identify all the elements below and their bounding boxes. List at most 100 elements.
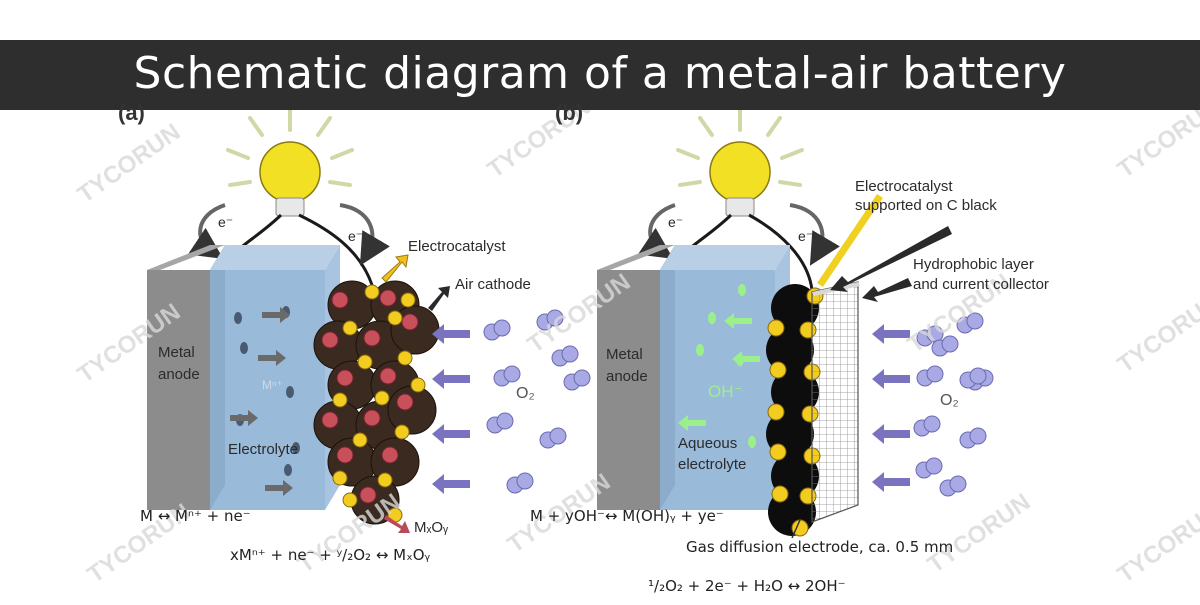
catalyst-particle-red: [379, 289, 397, 307]
carbon-particle: [387, 385, 437, 435]
oxygen-atom: [969, 367, 987, 385]
oxygen-atom: [503, 365, 521, 383]
catalyst-particle-red: [401, 313, 419, 331]
air-cathode-label: Air cathode: [455, 276, 531, 293]
electron-flow-arrow: [789, 203, 840, 266]
hydrophobic-layer-label: Hydrophobic layer: [913, 256, 1034, 273]
oxygen-molecules-a: [483, 309, 591, 494]
catalyst-particle-yellow: [767, 319, 785, 337]
hydroxide-label: OH⁻: [708, 382, 743, 401]
oxygen-atom: [966, 312, 984, 330]
catalyst-particle-yellow: [342, 320, 358, 336]
gde-pointer: [791, 519, 801, 539]
air-cathode-pointer: [428, 286, 450, 311]
catalyst-label-b: Electrocatalyst: [855, 178, 953, 195]
oxygen-atom: [949, 475, 967, 493]
catalyst-particle-red: [336, 446, 354, 464]
cathode-reaction-equation-b: ¹/₂O₂ + 2e⁻ + H₂O ↔ 2OH⁻: [648, 577, 846, 595]
oxygen-molecules-b: [913, 312, 994, 497]
oxygen-atom: [496, 412, 514, 430]
oxygen-atom: [969, 427, 987, 445]
metal-anode-label-b: anode: [606, 368, 648, 385]
metal-anode-label-a: Metal: [158, 344, 195, 361]
catalyst-particle-yellow: [394, 424, 410, 440]
electron-label: e⁻: [798, 228, 814, 244]
hydrophobic-pointer: [862, 278, 912, 302]
catalyst-label-b: supported on C black: [855, 197, 997, 214]
catalyst-particle-yellow: [387, 310, 403, 326]
oxygen-atom: [941, 335, 959, 353]
oxygen-inflow-arrows-b: [872, 324, 910, 492]
air-cathode-particles-a: [313, 280, 440, 525]
hydrophobic-mesh-layer: [811, 281, 860, 523]
product-pointer: [384, 515, 410, 533]
panel-a-letter: (a): [118, 100, 145, 125]
electrocatalyst-label-a: Electrocatalyst: [408, 238, 506, 255]
catalyst-particle-red: [379, 367, 397, 385]
oxygen-label-a: O₂: [516, 385, 535, 402]
metal-anode-label-a: anode: [158, 366, 200, 383]
catalyst-particle-yellow: [771, 485, 789, 503]
gas-diffusion-electrode-label: Gas diffusion electrode, ca. 0.5 mm: [686, 538, 954, 556]
catalyst-particle-yellow: [332, 392, 348, 408]
catalyst-particle-red: [381, 446, 399, 464]
catalyst-particle-yellow: [352, 432, 368, 448]
hydrophobic-layer-label: and current collector: [913, 276, 1049, 293]
title-banner: [0, 40, 1200, 110]
oxygen-atom: [549, 427, 567, 445]
catalyst-particle-red: [359, 486, 377, 504]
gas-diffusion-electrode-particles: [766, 284, 824, 537]
electrocatalyst-pointer: [381, 254, 409, 283]
catalyst-particle-yellow: [410, 377, 426, 393]
catalyst-particle-red: [331, 291, 349, 309]
catalyst-particle-red: [321, 331, 339, 349]
catalyst-particle-yellow: [400, 292, 416, 308]
electron-label: e⁻: [348, 228, 364, 244]
catalyst-particle-yellow: [332, 470, 348, 486]
catalyst-particle-yellow: [374, 390, 390, 406]
catalyst-particle-red: [321, 411, 339, 429]
oxygen-atom: [493, 319, 511, 337]
catalyst-black-pointer: [830, 226, 952, 292]
catalyst-particle-yellow: [769, 443, 787, 461]
metal-ion-label: Mⁿ⁺: [262, 378, 283, 392]
catalyst-particle-yellow: [397, 350, 413, 366]
cathode-reaction-equation-a: xMⁿ⁺ + ne⁻ + ʸ/₂O₂ ↔ MₓOᵧ: [230, 546, 431, 564]
oxygen-inflow-arrows-a: [432, 324, 470, 494]
carbon-black-particle: [771, 368, 819, 416]
aqueous-electrolyte-label: Aqueous: [678, 435, 738, 452]
catalyst-particle-red: [363, 409, 381, 427]
catalyst-particle-yellow: [769, 361, 787, 379]
oxygen-atom: [926, 365, 944, 383]
product-label: MₓOᵧ: [414, 519, 448, 536]
oxygen-atom: [516, 472, 534, 490]
oxygen-atom: [546, 309, 564, 327]
catalyst-particle-red: [396, 393, 414, 411]
oxygen-atom: [573, 369, 591, 387]
panel-b: [597, 106, 994, 539]
electron-flow-arrow: [339, 203, 390, 266]
electrolyte-label: Electrolyte: [228, 441, 299, 458]
catalyst-pointer-b: [817, 194, 883, 287]
anode-reaction-equation-a: M ↔ Mⁿ⁺ + ne⁻: [140, 507, 251, 525]
catalyst-particle-yellow: [767, 403, 785, 421]
catalyst-particle-red: [336, 369, 354, 387]
panel-b-letter: (b): [555, 100, 584, 125]
catalyst-particle-yellow: [357, 354, 373, 370]
catalyst-particle-yellow: [342, 492, 358, 508]
electron-label: e⁻: [218, 214, 234, 230]
light-bulb-icon: [226, 106, 354, 217]
oxygen-atom: [925, 457, 943, 475]
aqueous-electrolyte-label: electrolyte: [678, 456, 747, 473]
light-bulb-icon: [676, 106, 804, 217]
catalyst-particle-yellow: [364, 284, 380, 300]
page-title: Schematic diagram of a metal-air battery: [133, 48, 1067, 99]
oxygen-atom: [923, 415, 941, 433]
oxygen-atom: [561, 345, 579, 363]
metal-anode-label-b: Metal: [606, 346, 643, 363]
electron-label: e⁻: [668, 214, 684, 230]
oxygen-label-b: O₂: [940, 392, 959, 409]
catalyst-particle-yellow: [377, 472, 393, 488]
panel-a: [147, 106, 591, 533]
